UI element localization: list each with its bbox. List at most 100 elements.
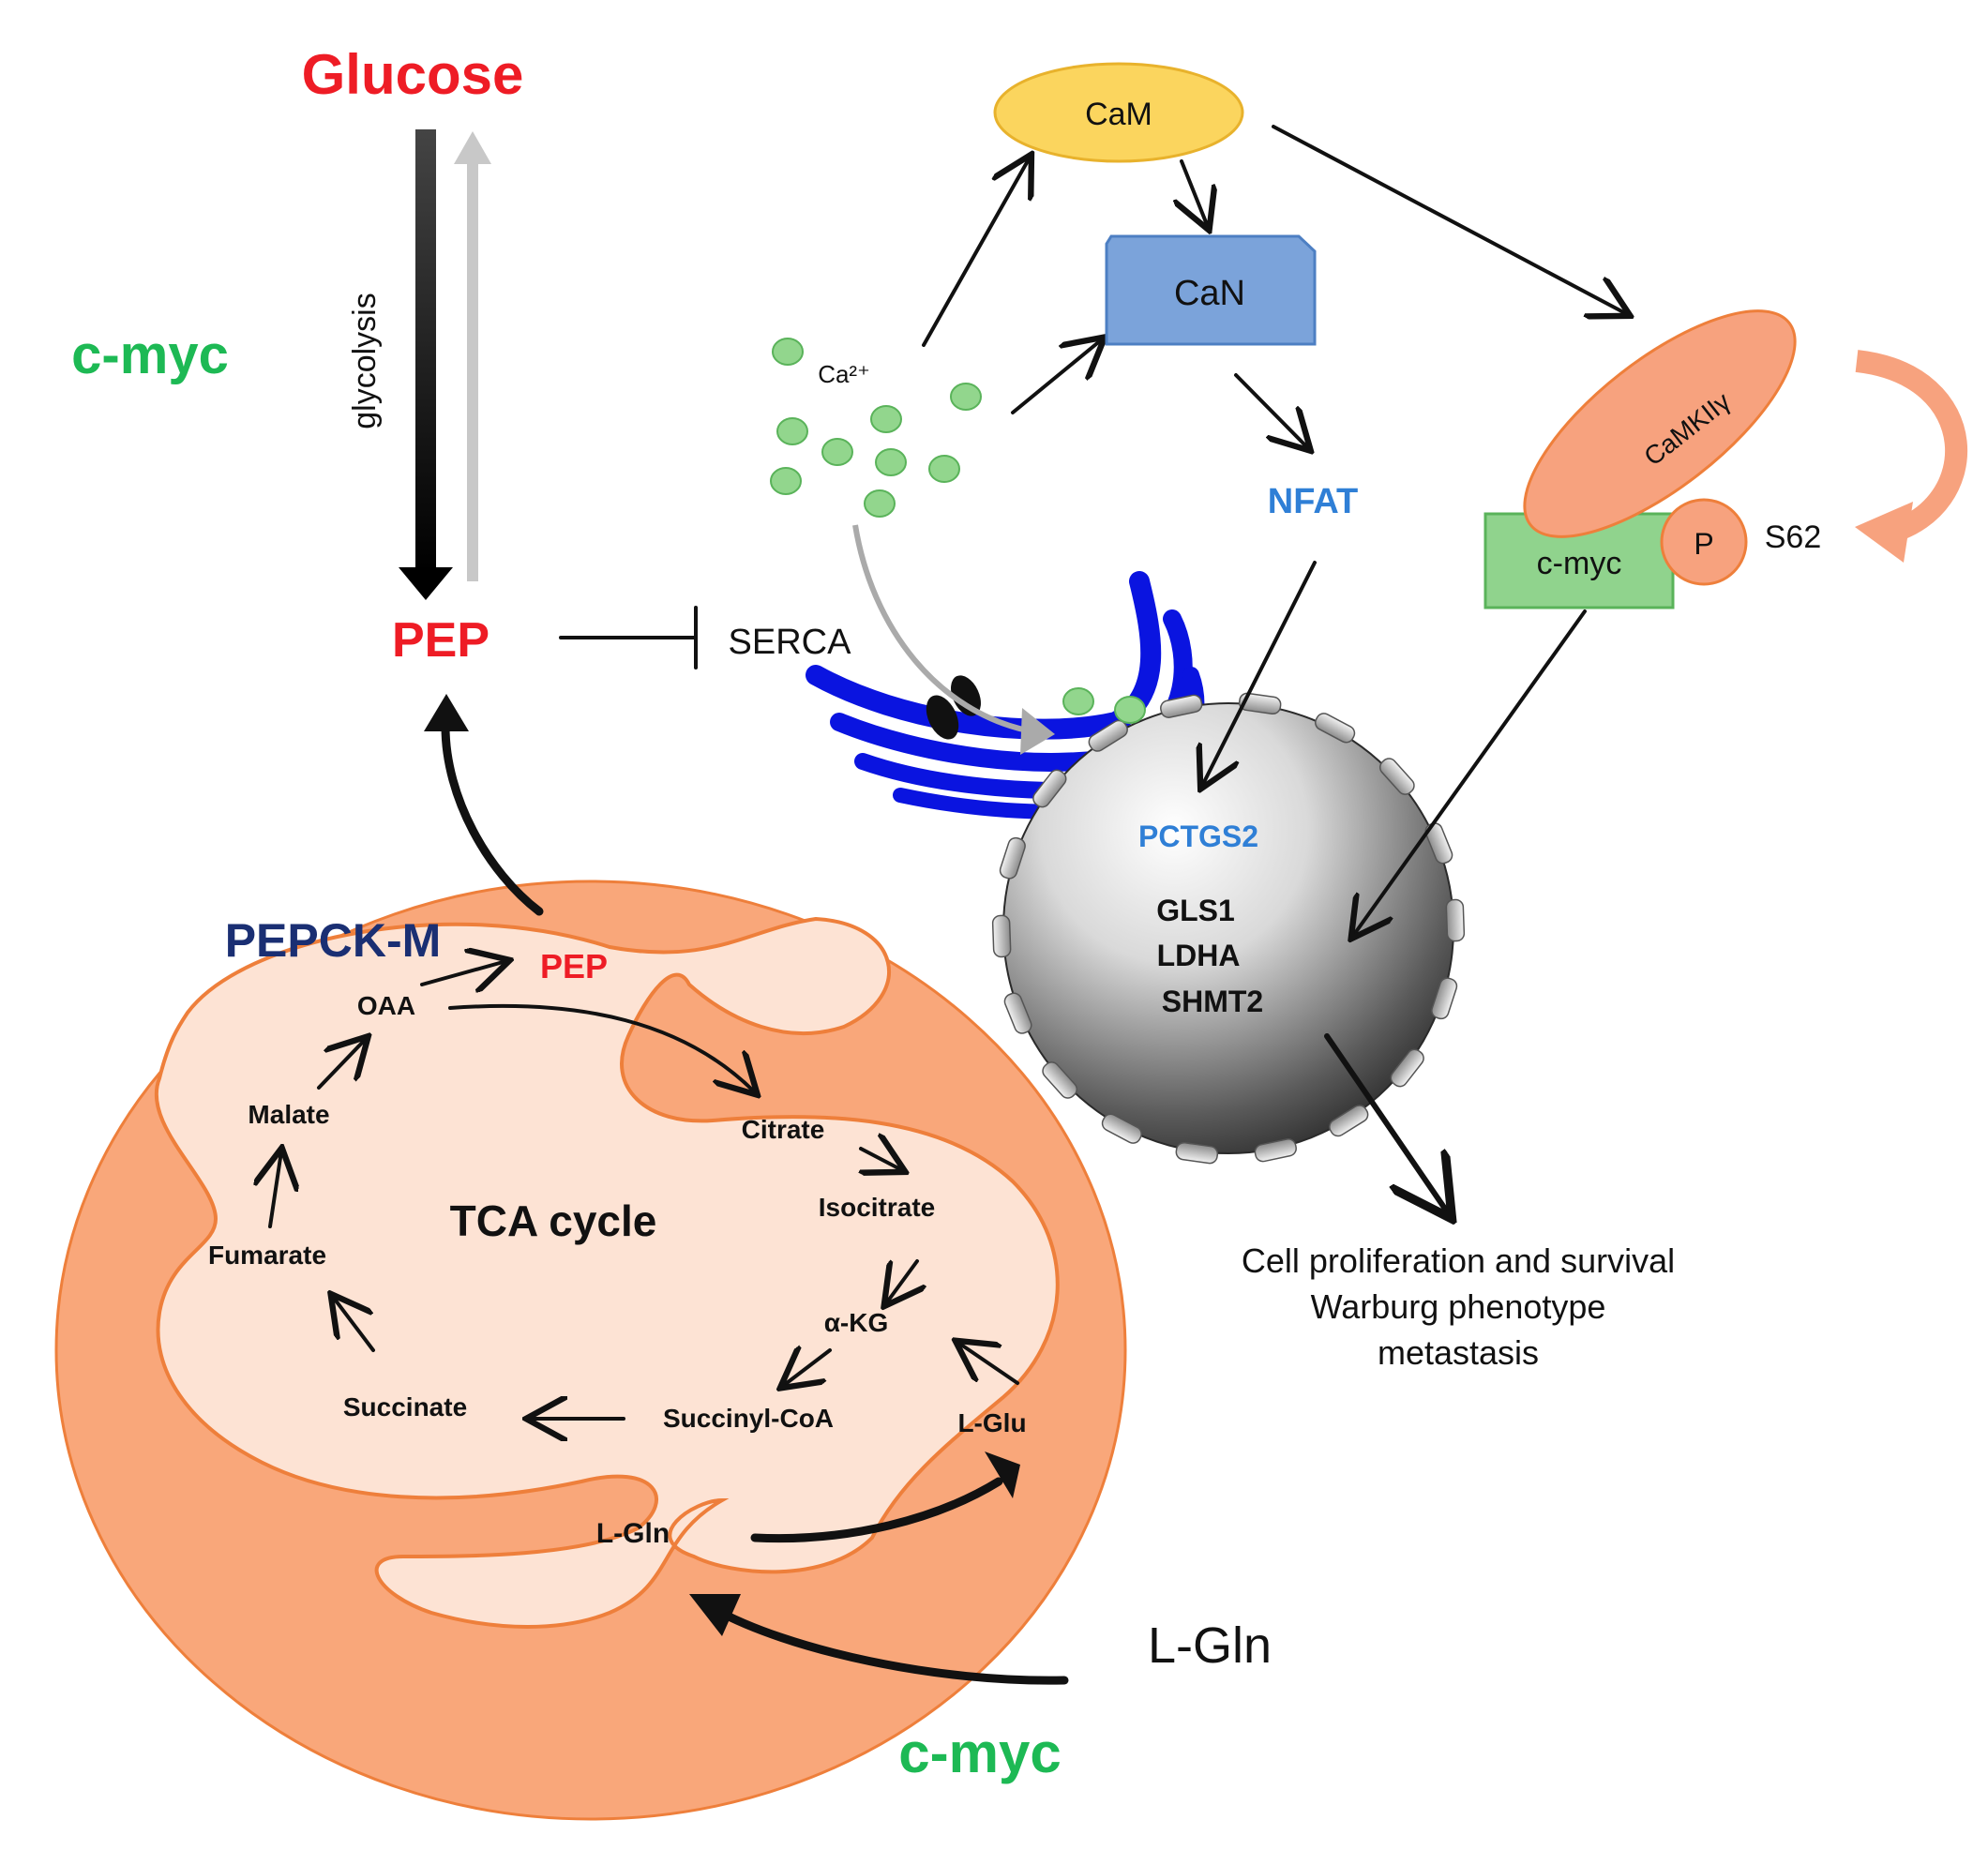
arrow-lgln-to-lglu [750, 1477, 1003, 1543]
gene-pctgs2: PCTGS2 [1138, 820, 1258, 853]
glucose-label: Glucose [302, 43, 524, 106]
arrow-cam-to-camkii [1272, 125, 1627, 314]
nfat-label: NFAT [1268, 482, 1358, 521]
metabolite-lgln-inner: L-Gln [596, 1518, 670, 1549]
nuclear-pore [1315, 713, 1356, 744]
mitochondrion-inner-membrane [155, 916, 1060, 1629]
metabolite-lglu: L-Glu [957, 1408, 1026, 1437]
cam-node [993, 62, 1244, 163]
calcium-ion [770, 467, 802, 495]
outcome-line-3: metastasis [1378, 1333, 1539, 1372]
gene-shmt2: SHMT2 [1162, 985, 1263, 1018]
arrowhead-pep-export [424, 694, 469, 731]
arrow-cam-to-can [1182, 159, 1208, 227]
cmyc-label-bottom: c-myc [898, 1722, 1061, 1784]
nuclear-pore [1378, 758, 1415, 795]
arrow-nucleus-to-outcome [1324, 1033, 1449, 1214]
calcium-ion [776, 417, 808, 445]
nuclear-pore [1003, 992, 1032, 1034]
arrow-oaa-to-pep [420, 961, 506, 985]
outcome-line-2: Warburg phenotype [1311, 1287, 1606, 1326]
serca-pump-right [951, 675, 981, 716]
can-label: CaN [1174, 274, 1245, 313]
gene-gls1: GLS1 [1156, 894, 1235, 927]
arrow-ca-to-cam [922, 158, 1030, 347]
pepck-label: PEPCK-M [225, 914, 442, 967]
outcome-line-1: Cell proliferation and survival [1242, 1241, 1675, 1280]
metabolite-succinylcoa: Succinyl-CoA [663, 1404, 834, 1433]
pep-mito-label: PEP [540, 947, 608, 985]
nuclear-pore [1238, 692, 1282, 715]
calcium-ion [864, 489, 896, 518]
arrow-ca-uptake [852, 524, 1032, 734]
arrowhead-ca-uptake [1020, 708, 1055, 755]
arrow-isocitrate-to-akg [886, 1259, 917, 1303]
autophosphorylation-arrow [1855, 350, 1968, 544]
arrow-nfat-to-nucleus [1202, 561, 1317, 786]
nuclear-pore [1329, 1105, 1369, 1137]
glycolysis-arrow [399, 129, 453, 600]
calcium-ion [928, 455, 960, 483]
nuclear-pore [1254, 1138, 1297, 1163]
nuclear-pore [991, 914, 1012, 958]
phosphate-node [1660, 498, 1748, 586]
metabolite-malate: Malate [248, 1100, 329, 1129]
calcium-ion [1114, 696, 1146, 724]
calcium-ion [950, 383, 982, 411]
metabolite-isocitrate: Isocitrate [819, 1193, 936, 1222]
nuclear-pore [1088, 719, 1128, 752]
metabolite-oaa: OAA [357, 991, 415, 1020]
nucleus [991, 692, 1466, 1165]
cam-label: CaM [1085, 97, 1152, 132]
arrow-succinate-to-fumarate [333, 1297, 375, 1352]
metabolite-akg: α-KG [824, 1308, 889, 1337]
autophosphorylation-arrowhead [1855, 502, 1913, 563]
nuclear-pore [1042, 1061, 1078, 1099]
serca-pump-left [926, 695, 959, 740]
arrow-oaa-to-citrate [448, 1003, 755, 1092]
arrow-lglu-to-akg [958, 1343, 1019, 1385]
arrow-cmyc-to-nucleus [1353, 609, 1587, 936]
arrow-citrate-to-isocitrate [861, 1149, 902, 1170]
pep-label-top: PEP [392, 613, 489, 668]
metabolite-succinate: Succinate [343, 1392, 467, 1421]
metabolite-citrate: Citrate [742, 1115, 825, 1144]
tca-cycle-label: TCA cycle [450, 1196, 657, 1245]
nuclear-pores [991, 692, 1466, 1165]
can-node [1105, 234, 1317, 346]
cmyc-label-left: c-myc [71, 324, 229, 385]
arrow-akg-to-succinylcoa [783, 1350, 832, 1386]
mitochondrion [54, 880, 1127, 1821]
phosphate-label: P [1694, 527, 1713, 561]
nuclear-pore [1445, 898, 1466, 942]
arrow-can-to-nfat [1234, 373, 1308, 448]
metabolite-fumarate: Fumarate [208, 1241, 326, 1270]
camkii-node [1523, 309, 1797, 538]
arrowhead-lglu [985, 1451, 1020, 1498]
nuclear-pore [1160, 694, 1203, 718]
nuclear-pore [1175, 1141, 1219, 1165]
serca-label: SERCA [729, 623, 852, 662]
arrow-lgln-import [708, 1603, 1069, 1685]
arrow-malate-to-oaa [317, 1039, 366, 1090]
nuclear-pore [999, 836, 1026, 880]
arrowhead-lgln-import [689, 1594, 741, 1636]
nuclear-pore [1101, 1113, 1142, 1144]
s62-label: S62 [1765, 519, 1822, 555]
ca2-label: Ca²⁺ [818, 360, 870, 388]
calcium-ion [821, 438, 853, 466]
nuclear-pore [1431, 977, 1458, 1020]
cmyc-box-label: c-myc [1537, 546, 1622, 581]
calcium-ion [870, 405, 902, 433]
calcium-ion [772, 338, 804, 366]
calcium-ions [770, 338, 1146, 724]
arrow-ca-to-can [1011, 339, 1102, 414]
lgln-outside-label: L-Gln [1148, 1617, 1272, 1674]
nuclear-pore [1390, 1048, 1424, 1088]
glycolysis-label: glycolysis [347, 293, 383, 429]
gene-ldha: LDHA [1157, 939, 1241, 972]
arrow-pep-export [441, 722, 544, 916]
nuclear-pore [1032, 769, 1067, 808]
calcium-ion [875, 448, 907, 476]
